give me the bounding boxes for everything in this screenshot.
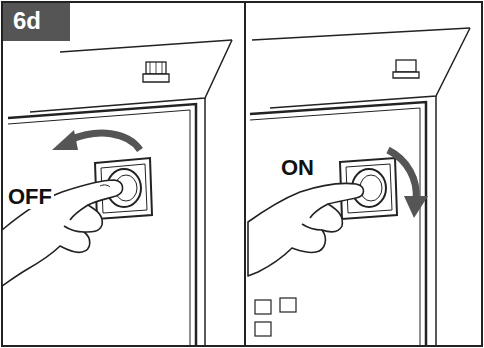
state-label: ON [279,156,316,180]
cable-gland-left [143,62,169,82]
step-badge [3,3,70,41]
hand-right [248,183,364,276]
turn-arrow-right [388,150,428,218]
panel-divider [244,2,246,346]
hand-left [2,180,123,286]
cable-gland-right [393,60,419,78]
turn-arrow-left [52,130,140,150]
step-number: 6d [13,9,41,33]
state-label: OFF [6,185,54,209]
small-switches [255,298,296,336]
